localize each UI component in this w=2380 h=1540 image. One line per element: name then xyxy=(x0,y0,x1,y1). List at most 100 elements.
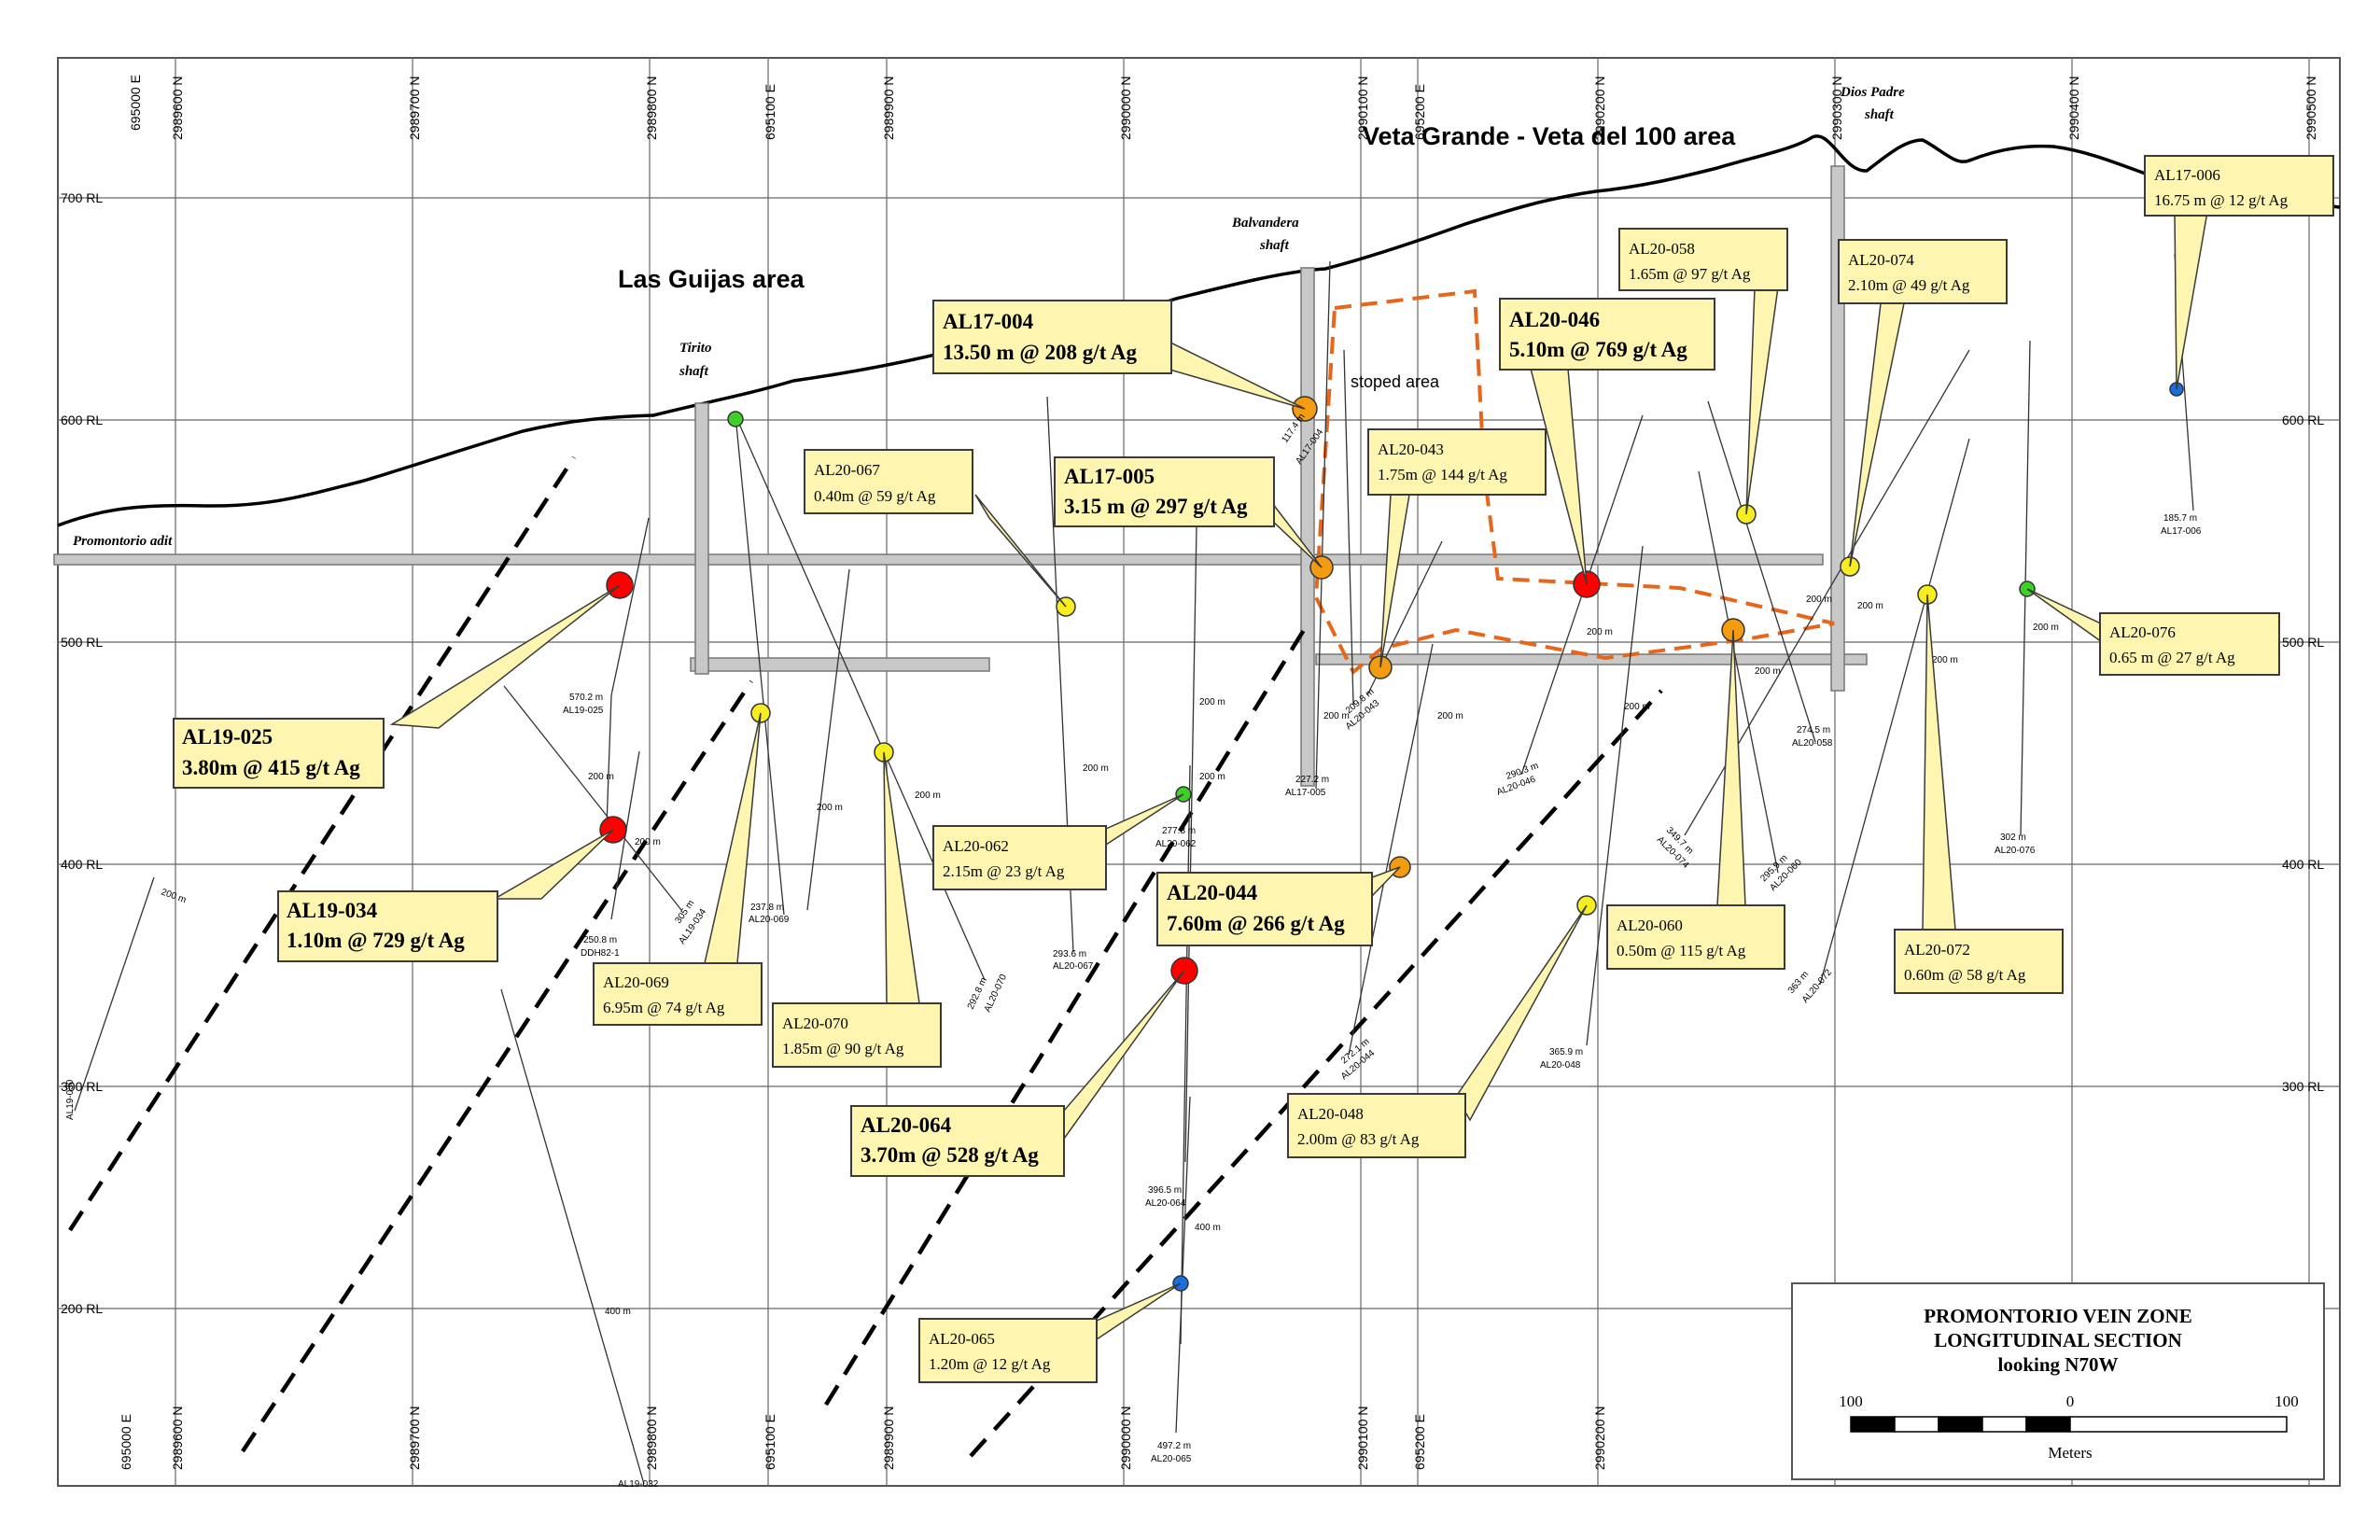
hole-depth: 250.8 m xyxy=(583,935,617,945)
callout-result: 2.15m @ 23 g/t Ag xyxy=(943,862,1065,880)
callout-hole-id: AL20-048 xyxy=(1297,1105,1364,1123)
top-grid-label: 2990400 N xyxy=(2066,76,2081,140)
hole-id: AL19-032 xyxy=(618,1479,659,1490)
callout-result: 0.50m @ 115 g/t Ag xyxy=(1617,942,1746,959)
top-grid-label: 2989900 N xyxy=(881,76,896,140)
rl-label-600-right: 600 RL xyxy=(2282,413,2324,427)
top-grid-label: 2989800 N xyxy=(644,76,659,140)
callout-result: 3.80m @ 415 g/t Ag xyxy=(182,756,360,780)
hole-depth: 274.5 m xyxy=(1797,725,1830,735)
bottom-grid-label: 695200 E xyxy=(1412,1414,1427,1470)
hole-depth: 227.2 m xyxy=(1295,775,1329,785)
callout-hole-id: AL19-034 xyxy=(287,899,378,922)
scale-label-left: 100 xyxy=(1839,1393,1863,1410)
hole-distance: 200 m xyxy=(915,791,941,801)
bottom-grid-label: 2989900 N xyxy=(881,1406,896,1470)
lower-drift-east xyxy=(1315,653,1868,665)
hole-distance: 200 m xyxy=(817,803,843,813)
callout-al20-072: AL20-072 0.60m @ 58 g/t Ag xyxy=(1894,929,2064,994)
rl-label-600: 600 RL xyxy=(61,413,103,427)
top-grid-label: 2989600 N xyxy=(170,76,185,140)
stoped-area-label: stoped area xyxy=(1351,372,1440,391)
callout-hole-id: AL20-069 xyxy=(603,973,669,991)
callout-result: 2.00m @ 83 g/t Ag xyxy=(1297,1130,1420,1148)
promontorio-adit-label: Promontorio adit xyxy=(73,534,173,549)
callout-hole-id: AL20-065 xyxy=(929,1330,995,1348)
hole-depth: 497.2 m xyxy=(1157,1441,1191,1451)
callout-hole-id: AL20-074 xyxy=(1848,251,1914,269)
hole-distance: 200 m xyxy=(1083,763,1109,774)
hole-depth: 396.5 m xyxy=(1148,1185,1182,1196)
callout-al20-048: AL20-048 2.00m @ 83 g/t Ag xyxy=(1287,1093,1466,1158)
rl-label-400: 400 RL xyxy=(61,857,103,872)
hole-distance: 200 m xyxy=(2033,623,2059,633)
callout-al17-004: AL17-004 13.50 m @ 208 g/t Ag xyxy=(932,300,1172,374)
callout-hole-id: AL20-070 xyxy=(782,1015,848,1032)
callout-result: 1.85m @ 90 g/t Ag xyxy=(782,1040,904,1057)
hole-distance: 200 m xyxy=(588,772,614,782)
top-grid-label: 695000 E xyxy=(128,75,143,131)
promontorio-adit xyxy=(53,553,1824,566)
callout-result: 16.75 m @ 12 g/t Ag xyxy=(2154,191,2289,209)
rl-label-200: 200 RL xyxy=(61,1301,103,1316)
rl-label-500-right: 500 RL xyxy=(2282,635,2324,650)
callout-al20-064: AL20-064 3.70m @ 528 g/t Ag xyxy=(850,1105,1065,1177)
title-block-frame xyxy=(1791,1282,2325,1480)
hole-distance: 200 m xyxy=(1755,666,1781,677)
top-grid-label: 2990300 N xyxy=(1829,76,1844,140)
rl-label-400-right: 400 RL xyxy=(2282,857,2324,872)
hole-depth: 277.8 m xyxy=(1162,826,1196,836)
callout-al20-069: AL20-069 6.95m @ 74 g/t Ag xyxy=(593,962,763,1026)
callout-pointers xyxy=(389,211,2208,1341)
title-line-3: looking N70W xyxy=(1998,1353,2119,1376)
bottom-grid-label: 2989600 N xyxy=(170,1406,185,1470)
callout-result: 1.10m @ 729 g/t Ag xyxy=(287,929,465,953)
top-grid-label: 2989700 N xyxy=(407,76,422,140)
tirito-shaft-label: Tirito xyxy=(679,341,711,356)
callout-hole-id: AL17-006 xyxy=(2154,166,2220,184)
callout-pointer xyxy=(974,494,1067,608)
balvandera-shaft xyxy=(1300,267,1315,787)
callout-hole-id: AL17-004 xyxy=(943,310,1034,333)
callout-result: 0.40m @ 59 g/t Ag xyxy=(814,487,936,505)
callout-al19-025: AL19-025 3.80m @ 415 g/t Ag xyxy=(173,718,385,789)
callout-al20-062: AL20-062 2.15m @ 23 g/t Ag xyxy=(932,825,1107,890)
hole-id: AL19-030 xyxy=(65,1079,76,1120)
balvandera-shaft-label-2: shaft xyxy=(1259,238,1290,253)
bottom-grid-label: 2989700 N xyxy=(407,1406,422,1470)
callout-al20-065: AL20-065 1.20m @ 12 g/t Ag xyxy=(918,1318,1098,1383)
callout-result: 5.10m @ 769 g/t Ag xyxy=(1509,338,1687,362)
dios-padre-shaft-label-2: shaft xyxy=(1864,107,1895,122)
hole-id: AL19-025 xyxy=(563,706,604,716)
dios-padre-shaft-label: Dios Padre xyxy=(1840,85,1905,100)
callout-al20-046: AL20-046 5.10m @ 769 g/t Ag xyxy=(1499,298,1715,371)
balvandera-shaft-label: Balvandera xyxy=(1231,216,1299,231)
scale-units: Meters xyxy=(2048,1444,2092,1462)
rl-label-300-right: 300 RL xyxy=(2282,1079,2324,1094)
callout-result: 1.75m @ 144 g/t Ag xyxy=(1378,466,1507,483)
hole-id: AL20-048 xyxy=(1540,1060,1581,1071)
hole-id: AL20-064 xyxy=(1145,1198,1186,1209)
top-grid-label: 695200 E xyxy=(1412,84,1427,140)
title-line-2: LONGITUDINAL SECTION xyxy=(1934,1329,2181,1351)
callout-al20-067: AL20-067 0.40m @ 59 g/t Ag xyxy=(804,449,973,514)
hole-id: AL20-069 xyxy=(749,915,790,925)
rl-label-700: 700 RL xyxy=(61,190,103,205)
callout-al20-043: AL20-043 1.75m @ 144 g/t Ag xyxy=(1367,428,1547,496)
drillhole-traces xyxy=(74,253,2194,1485)
hole-distance: 400 m xyxy=(1195,1223,1221,1233)
callout-al17-006: AL17-006 16.75 m @ 12 g/t Ag xyxy=(2144,155,2334,217)
hole-id: AL20-065 xyxy=(1151,1454,1192,1464)
callout-al20-070: AL20-070 1.85m @ 90 g/t Ag xyxy=(772,1002,942,1068)
top-grid-label: 2990100 N xyxy=(1355,76,1370,140)
callout-result: 1.65m @ 97 g/t Ag xyxy=(1629,265,1751,283)
tirito-shaft xyxy=(694,402,709,675)
hole-distance: 200 m xyxy=(1932,655,1958,665)
hole-depth: 302 m xyxy=(2000,833,2026,843)
hole-id: AL20-076 xyxy=(1995,846,2036,856)
hole-distance: 200 m xyxy=(1587,627,1613,637)
callout-boxes: AL19-025 3.80m @ 415 g/t Ag AL19-034 1.1… xyxy=(173,155,2334,1383)
callout-result: 0.65 m @ 27 g/t Ag xyxy=(2109,649,2235,666)
top-grid-label: 695100 E xyxy=(763,84,777,140)
